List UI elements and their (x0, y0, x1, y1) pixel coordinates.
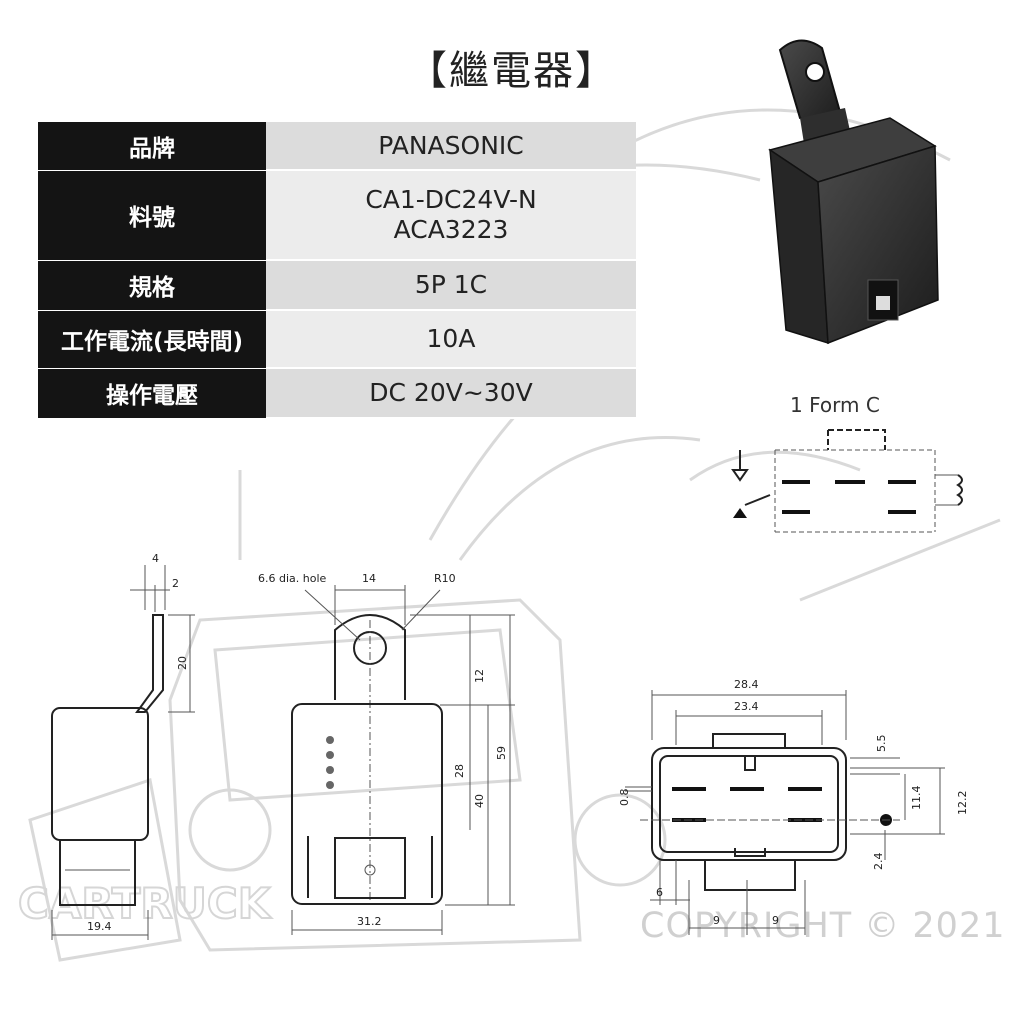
spec-row-voltage: 操作電壓 DC 20V~30V (38, 368, 636, 419)
spec-label-spec: 規格 (38, 260, 266, 311)
front-view-drawing: 14 6.6 dia. hole R10 12 28 40 59 31.2 (258, 572, 515, 935)
dim-14: 14 (362, 572, 376, 585)
dim-9-right: 9 (772, 914, 779, 927)
spec-row-brand: 品牌 PANASONIC (38, 122, 636, 171)
dim-5-5: 5.5 (875, 735, 888, 753)
dim-20: 20 (176, 656, 189, 670)
spec-value-part-number: CA1-DC24V-N ACA3223 (266, 170, 636, 261)
dim-r10: R10 (434, 572, 456, 585)
dim-12-2: 12.2 (956, 791, 969, 816)
spec-row-part-number: 料號 CA1-DC24V-N ACA3223 (38, 170, 636, 261)
spec-value-spec: 5P 1C (266, 260, 636, 311)
dim-19-4: 19.4 (87, 920, 112, 933)
part-number-secondary: ACA3223 (393, 215, 509, 244)
spec-label-voltage: 操作電壓 (38, 368, 266, 419)
dim-4: 4 (152, 552, 159, 565)
dim-12: 12 (473, 669, 486, 683)
spec-table: 品牌 PANASONIC 料號 CA1-DC24V-N ACA3223 規格 5… (38, 122, 636, 419)
spec-value-current: 10A (266, 310, 636, 369)
spec-value-brand: PANASONIC (266, 122, 636, 171)
spec-label-current: 工作電流(長時間) (38, 310, 266, 369)
spec-row-spec: 規格 5P 1C (38, 260, 636, 311)
schematic-label: 1 Form C (790, 393, 880, 417)
dim-23-4: 23.4 (734, 700, 759, 713)
spec-row-current: 工作電流(長時間) 10A (38, 310, 636, 369)
dim-59: 59 (495, 746, 508, 760)
dim-31-2: 31.2 (357, 915, 382, 928)
page-title: 【繼電器】 (407, 48, 617, 94)
dim-11-4: 11.4 (910, 786, 923, 811)
form-c-schematic (731, 429, 963, 533)
dim-hole: 6.6 dia. hole (258, 572, 327, 585)
pin-layout-drawing: 28.4 23.4 5.5 11.4 12.2 2.4 0.8 6 9 9 (618, 678, 969, 935)
dim-9-left: 9 (713, 914, 720, 927)
dim-40: 40 (473, 794, 486, 808)
dim-28: 28 (453, 764, 466, 778)
spec-label-part-number: 料號 (38, 170, 266, 261)
dim-2-4: 2.4 (872, 853, 885, 871)
spec-label-brand: 品牌 (38, 122, 266, 171)
dim-28-4: 28.4 (734, 678, 759, 691)
copyright-watermark: COPYRIGHT © 2021 (640, 906, 1006, 946)
dim-6: 6 (656, 886, 663, 899)
dim-0-8: 0.8 (618, 789, 631, 807)
part-number-primary: CA1-DC24V-N (365, 185, 537, 214)
dim-2: 2 (172, 577, 179, 590)
spec-value-voltage: DC 20V~30V (266, 368, 636, 419)
side-view-drawing: 4 2 20 19.4 (51, 552, 195, 940)
relay-product-image (768, 39, 939, 345)
